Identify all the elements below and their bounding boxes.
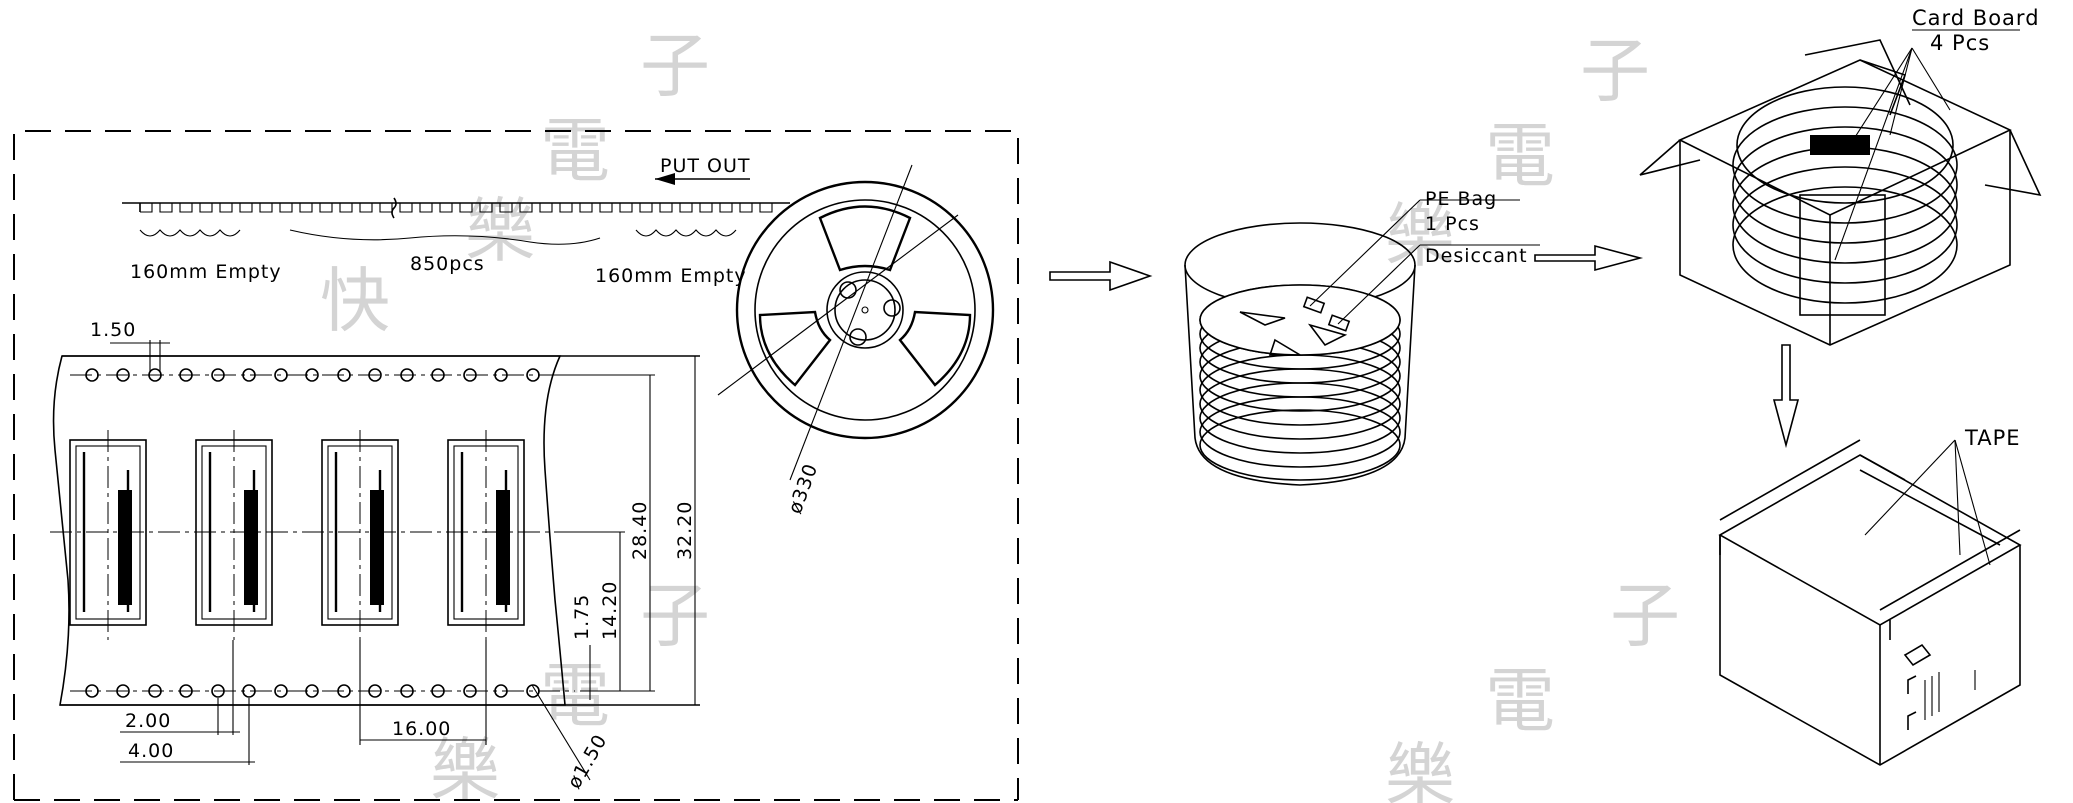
watermark-char: 電 — [540, 655, 610, 737]
watermark-char: 子 — [1610, 575, 1680, 657]
watermark-char: 電 — [1485, 660, 1555, 742]
watermark-char: 電 — [1485, 115, 1555, 197]
flow-arrow-3 — [1772, 344, 1800, 449]
sprocket-holes-bottom — [70, 684, 575, 698]
put-out-label: PUT OUT — [660, 155, 750, 177]
reel-diameter-label: ø330 — [784, 460, 822, 516]
watermark: 子 電 樂 快 子 電 樂 子 電 樂 子 電 樂 — [320, 25, 1680, 803]
desiccant-label: Desiccant — [1425, 245, 1528, 267]
dim-2-00: 2.00 — [125, 710, 171, 732]
card-board-label: Card Board — [1912, 6, 2040, 30]
watermark-char: 樂 — [430, 730, 500, 803]
dim-14-20: 14.20 — [599, 581, 621, 640]
sealed-carton: TAPE — [1718, 426, 2022, 766]
watermark-char: 子 — [640, 575, 710, 657]
dimensions: 1.50 2.00 4.00 16.00 ø1.50 1.75 14.20 28… — [90, 319, 700, 793]
quantity-label: 850pcs — [410, 253, 485, 275]
put-out-arrow: PUT OUT — [655, 155, 750, 185]
watermark-char: 樂 — [1385, 735, 1455, 803]
watermark-char: 子 — [640, 25, 710, 107]
dim-4-00: 4.00 — [128, 740, 174, 762]
trailer-label: 160mm Empty — [595, 265, 747, 287]
watermark-char: 子 — [1580, 30, 1650, 112]
card-board-count: 4 Pcs — [1930, 31, 1990, 55]
watermark-char: 快 — [320, 260, 390, 342]
dim-28-40: 28.40 — [629, 501, 651, 560]
tape-label: TAPE — [1964, 426, 2021, 450]
bagged-reels: PE Bag 1 Pcs Desiccant — [1184, 188, 1540, 486]
sprocket-holes-top — [70, 368, 575, 382]
flow-arrow-2 — [1534, 244, 1644, 272]
dim-16-00: 16.00 — [392, 718, 451, 740]
leader-label: 160mm Empty — [130, 261, 282, 283]
pe-bag-count: 1 Pcs — [1425, 213, 1480, 235]
dim-1-75: 1.75 — [571, 594, 593, 640]
pe-bag-label: PE Bag — [1425, 188, 1497, 210]
pocket-1 — [69, 430, 147, 640]
watermark-char: 電 — [540, 110, 610, 192]
detail-frame — [13, 130, 1019, 800]
pocket-2 — [195, 430, 273, 640]
pocket-3 — [321, 430, 399, 640]
flow-arrow-1 — [1049, 260, 1153, 292]
dim-hole-dia: ø1.50 — [563, 730, 612, 792]
pocket-4 — [447, 430, 525, 640]
tape-strip — [122, 197, 790, 245]
watermark-char: 樂 — [1385, 195, 1455, 277]
carrier-tape — [50, 355, 700, 706]
open-carton: Card Board 4 Pcs — [1639, 6, 2042, 346]
dim-1-50: 1.50 — [90, 319, 136, 341]
dim-32-20: 32.20 — [674, 501, 696, 560]
reel: ø330 — [717, 164, 995, 517]
